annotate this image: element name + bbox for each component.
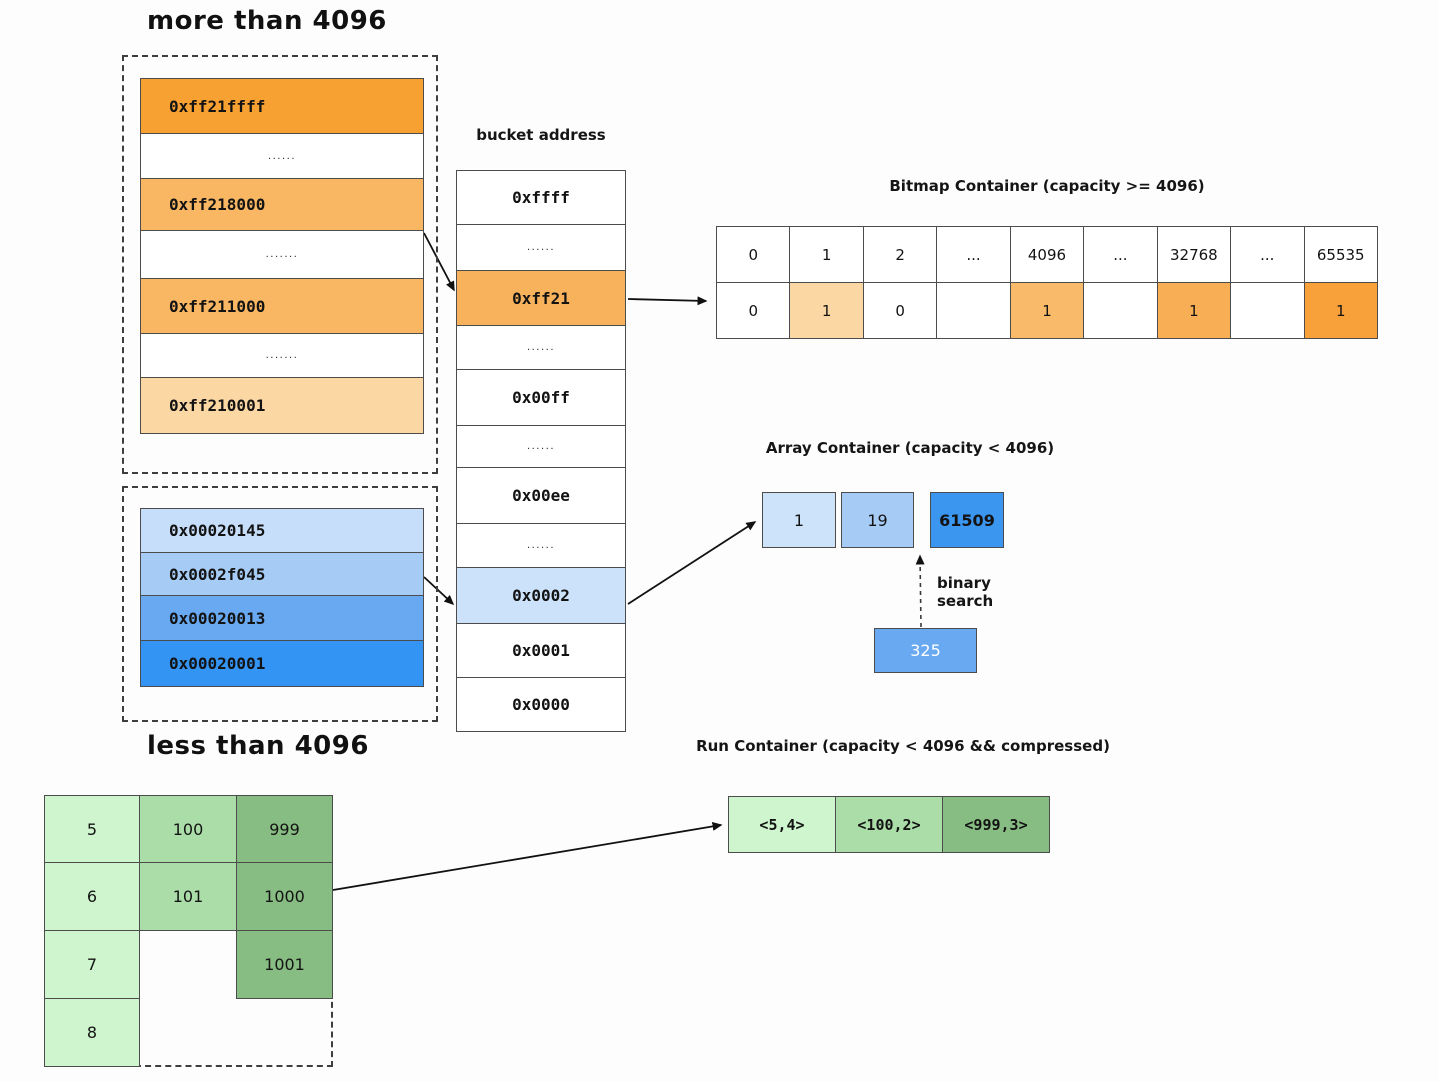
ellipsis-cell: .......: [140, 230, 424, 279]
bitmap-header-cell: 32768: [1156, 226, 1232, 283]
page-cell: 0xff218000: [140, 178, 424, 231]
bucket-row: 0xffff: [456, 170, 626, 225]
array-value-cell: 61509: [930, 492, 1004, 548]
grid-cell: 999: [236, 795, 333, 863]
high-pages-stack: 0xff21ffff ...... 0xff218000 ....... 0xf…: [140, 78, 424, 434]
run-cell: <5,4>: [728, 796, 836, 853]
search-key-box: 325: [874, 628, 977, 673]
run-container-table: <5,4> <100,2> <999,3>: [728, 796, 1050, 853]
bitmap-bit-cell: [1230, 282, 1305, 339]
arrow-bucket-to-bitmap: [627, 296, 708, 306]
title-more-than-4096: more than 4096: [147, 6, 387, 36]
bitmap-bit-cell: [936, 282, 1011, 339]
bitmap-header-cell: 1: [789, 226, 864, 283]
page-cell: 0xff210001: [140, 377, 424, 434]
bitmap-value-row: 0 1 0 1 1 1: [716, 282, 1378, 339]
run-cell: <999,3>: [942, 796, 1050, 853]
arrow-bucket-to-array: [627, 521, 757, 605]
bucket-address-table: 0xffff ...... 0xff21 ...... 0x00ff .....…: [456, 170, 626, 732]
array-value-cell: 19: [841, 492, 914, 548]
array-value-cell: 1: [762, 492, 836, 548]
bucket-address-label: bucket address: [476, 126, 606, 144]
bitmap-bit-cell: 0: [716, 282, 791, 339]
bitmap-container-title: Bitmap Container (capacity >= 4096): [889, 177, 1205, 195]
run-container-title: Run Container (capacity < 4096 && compre…: [696, 737, 1110, 755]
bucket-row: 0x00ee: [456, 467, 626, 524]
bitmap-header-cell: ...: [1230, 226, 1305, 283]
bitmap-header-cell: ...: [936, 226, 1011, 283]
page-cell: 0x0002f045: [140, 552, 424, 596]
bitmap-header-cell: 65535: [1303, 226, 1378, 283]
title-less-than-4096: less than 4096: [147, 731, 369, 761]
grid-cell: 101: [139, 862, 237, 931]
bucket-row-ellipsis: ......: [456, 325, 626, 370]
bucket-row-highlight-blue: 0x0002: [456, 567, 626, 624]
grid-cell: 6: [44, 862, 140, 931]
bucket-row-ellipsis: ......: [456, 425, 626, 468]
bitmap-bit-cell: 1: [1303, 282, 1378, 339]
run-cell: <100,2>: [835, 796, 943, 853]
low-pages-stack: 0x00020145 0x0002f045 0x00020013 0x00020…: [140, 508, 424, 687]
bucket-row: 0x0001: [456, 623, 626, 678]
bucket-row-ellipsis: ......: [456, 224, 626, 271]
grid-cell: 7: [44, 930, 140, 999]
bucket-row-highlight-orange: 0xff21: [456, 270, 626, 326]
page-cell: 0x00020001: [140, 640, 424, 687]
grid-cell: 8: [44, 998, 140, 1067]
arrow-grid-to-run: [332, 821, 723, 891]
ellipsis-cell: .......: [140, 333, 424, 378]
grid-cell: 1001: [236, 930, 333, 999]
ellipsis-cell: ......: [140, 133, 424, 179]
high-pages-dashed-box: [122, 55, 438, 474]
page-cell: 0x00020013: [140, 595, 424, 641]
arrow-binary-search: [915, 554, 925, 628]
bucket-row-ellipsis: ......: [456, 523, 626, 568]
low-pages-dashed-box: [122, 486, 438, 722]
page-cell: 0x00020145: [140, 508, 424, 553]
bitmap-header-row: 0 1 2 ... 4096 ... 32768 ... 65535: [716, 226, 1378, 283]
bitmap-header-cell: ...: [1083, 226, 1158, 283]
bitmap-bit-cell: 0: [862, 282, 938, 339]
binary-search-label: binary search: [937, 574, 994, 610]
bitmap-header-cell: 2: [862, 226, 938, 283]
page-cell: 0xff211000: [140, 278, 424, 334]
bitmap-bit-cell: 1: [789, 282, 864, 339]
bitmap-container-table: 0 1 2 ... 4096 ... 32768 ... 65535 0 1 0…: [716, 226, 1378, 339]
bucket-row: 0x0000: [456, 677, 626, 732]
bitmap-bit-cell: [1083, 282, 1158, 339]
bucket-row: 0x00ff: [456, 369, 626, 426]
grid-cell: 5: [44, 795, 140, 863]
page-cell: 0xff21ffff: [140, 78, 424, 134]
array-container-title: Array Container (capacity < 4096): [765, 439, 1055, 457]
bitmap-header-cell: 4096: [1009, 226, 1085, 283]
bitmap-bit-cell: 1: [1009, 282, 1085, 339]
grid-cell: 100: [139, 795, 237, 863]
bitmap-bit-cell: 1: [1156, 282, 1232, 339]
grid-cell: 1000: [236, 862, 333, 931]
bitmap-header-cell: 0: [716, 226, 791, 283]
